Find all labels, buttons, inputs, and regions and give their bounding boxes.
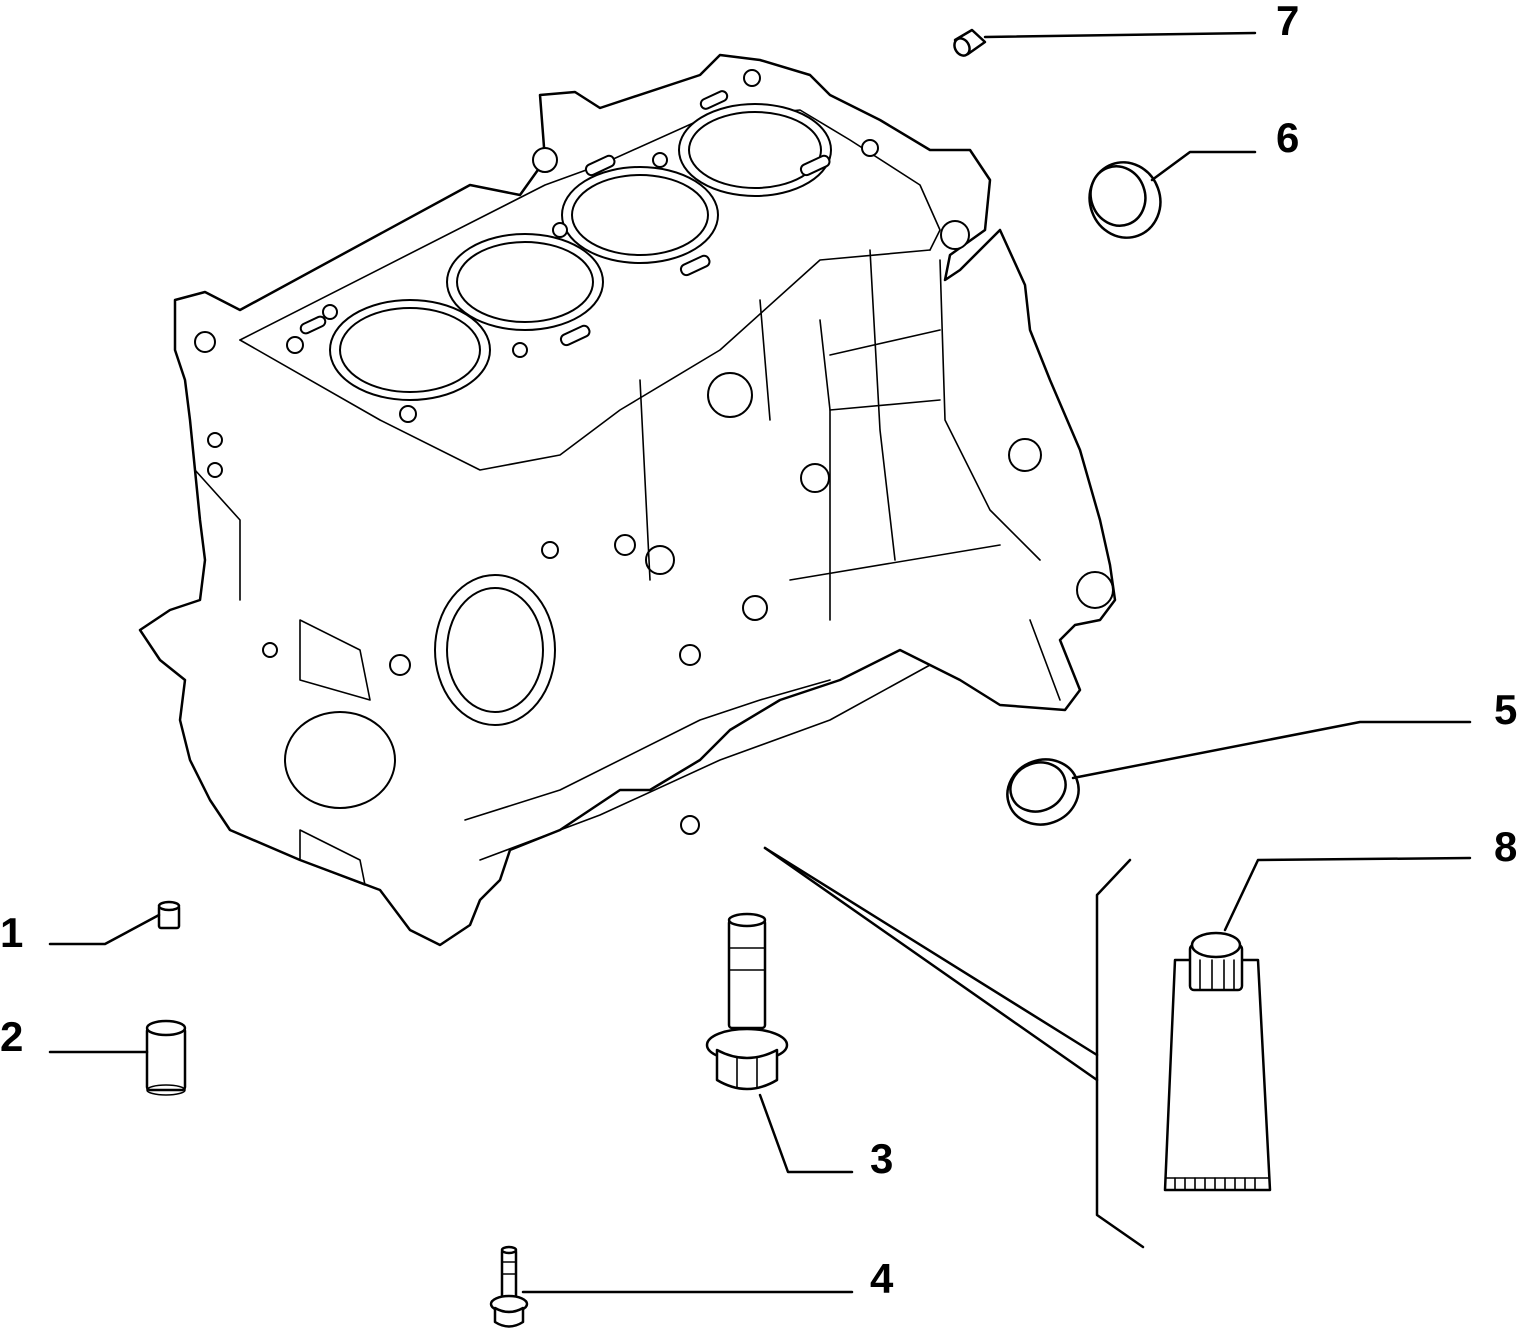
- leader-line-7: [983, 31, 1257, 39]
- leader-line-5: [1071, 720, 1472, 780]
- leader-line-6: [1150, 150, 1257, 182]
- callout-2: 2: [0, 1013, 24, 1060]
- callout-7: 7: [1276, 0, 1300, 44]
- callout-8: 8: [1494, 823, 1518, 870]
- callout-4: 4: [870, 1255, 894, 1302]
- callout-6: 6: [1276, 114, 1300, 161]
- group-bracket: [763, 846, 1145, 1249]
- leader-line-8: [1223, 856, 1472, 932]
- part-1-dowel-pin: [48, 900, 181, 946]
- part-3-flanged-bolt: [705, 912, 854, 1174]
- part-8-sealant-tube: [1163, 856, 1472, 1192]
- callout-1: 1: [0, 909, 24, 956]
- part-2-sleeve: [48, 1019, 187, 1096]
- leader-line-1: [48, 913, 161, 946]
- part-6-cup-plug: [1088, 150, 1257, 239]
- part-5-cup-plug: [1006, 720, 1472, 826]
- callout-5: 5: [1494, 686, 1518, 733]
- engine-block: [138, 53, 1117, 947]
- part-4-small-bolt: [489, 1245, 854, 1328]
- callout-3: 3: [870, 1135, 894, 1182]
- part-7-small-plug: [953, 28, 1257, 57]
- leader-line-3: [758, 1093, 854, 1174]
